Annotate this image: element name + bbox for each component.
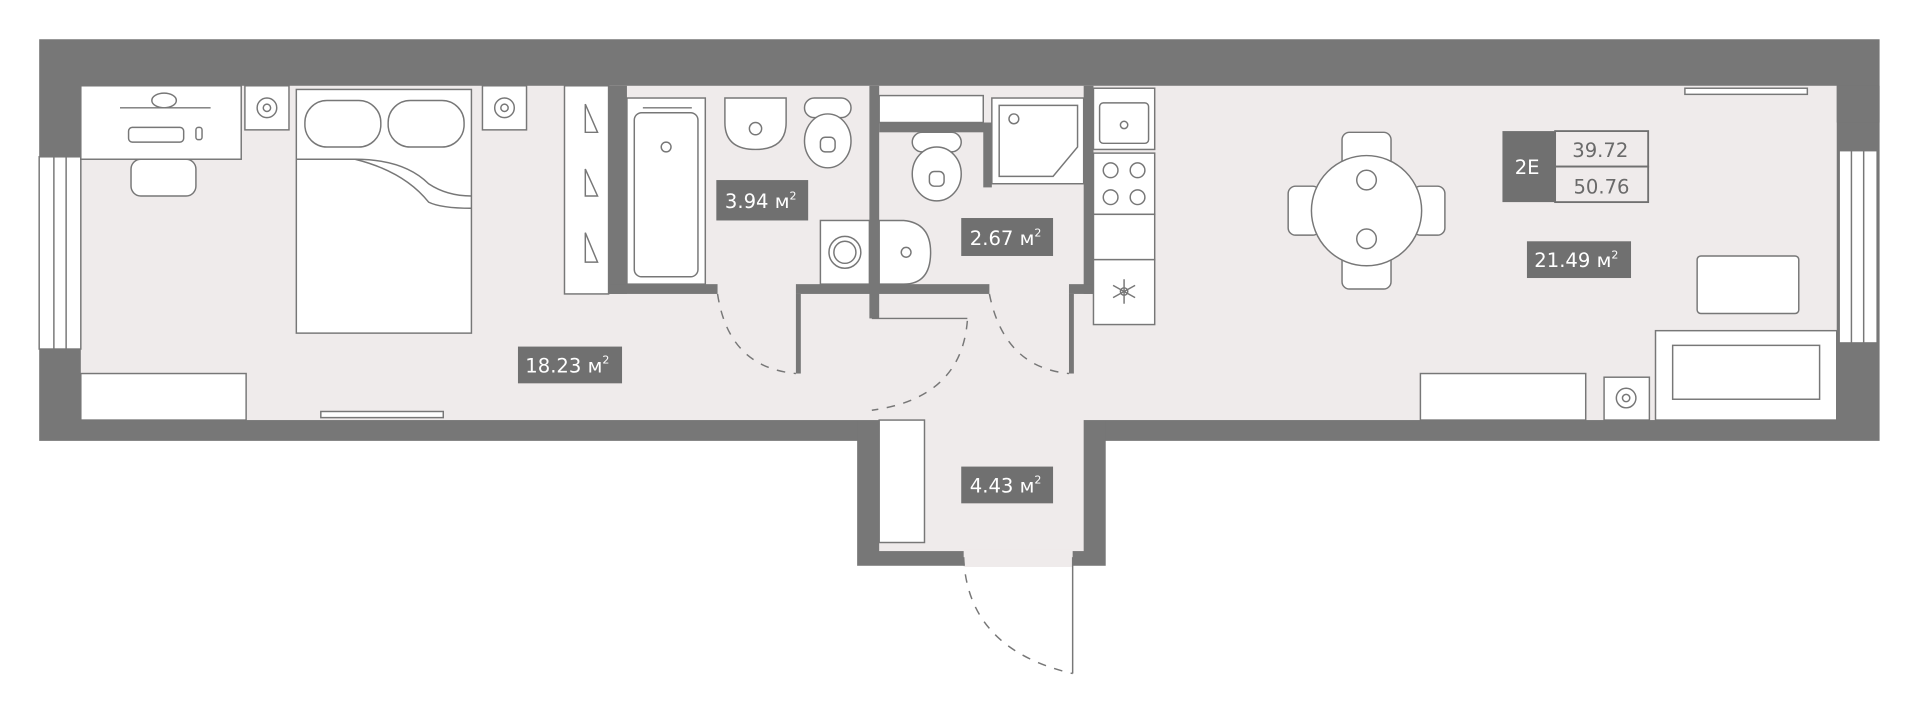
snowflake-icon — [1112, 279, 1136, 304]
wall — [608, 85, 627, 294]
shower-tray — [991, 97, 1085, 185]
sofa — [1654, 329, 1838, 421]
dining-table — [1287, 131, 1446, 290]
wall — [608, 284, 718, 294]
svg-text:4.43 м2: 4.43 м2 — [970, 474, 1042, 498]
bathroom-door-swing[interactable] — [716, 293, 796, 375]
bathtub — [626, 97, 707, 285]
kitchen-sink — [1092, 87, 1156, 151]
washing-machine — [819, 219, 871, 285]
wall — [1083, 85, 1094, 294]
living-area: 39.72 — [1572, 139, 1628, 162]
kitchen-counter — [1092, 213, 1156, 261]
left-window — [38, 156, 82, 350]
entrance-door-opening — [963, 549, 1073, 567]
area-label-hallway: 4.43 м2 — [961, 466, 1054, 504]
apartment-code: 2E — [1515, 156, 1540, 179]
wardrobe — [563, 85, 610, 295]
wall — [795, 293, 801, 374]
apartment-summary: 2E 39.72 50.76 — [1502, 130, 1650, 204]
socket-icon — [244, 85, 290, 131]
washbasin — [724, 97, 787, 151]
right-window — [1838, 149, 1878, 344]
washbasin — [878, 219, 932, 285]
toilet — [911, 131, 962, 202]
wall — [879, 122, 986, 133]
desk — [80, 85, 242, 160]
desk-chair — [130, 158, 197, 197]
total-area: 50.76 — [1573, 176, 1629, 199]
fridge — [1092, 258, 1156, 326]
wall — [795, 284, 990, 294]
wall — [869, 85, 880, 319]
cabinet — [80, 372, 247, 421]
area-label-living-kitchen: 21.49 м2 — [1526, 241, 1632, 279]
area-label-shower-room: 2.67 м2 — [961, 218, 1054, 256]
tv-cabinet — [1419, 372, 1587, 421]
right-wall-notch — [1836, 85, 1880, 123]
radiator — [1684, 87, 1809, 96]
speaker-icon — [1603, 376, 1651, 421]
svg-text:3.94 м2: 3.94 м2 — [725, 190, 797, 214]
svg-text:21.49 м2: 21.49 м2 — [1534, 248, 1618, 272]
wall — [1068, 293, 1074, 374]
svg-text:18.23 м2: 18.23 м2 — [525, 354, 609, 378]
area-label-bedroom: 18.23 м2 — [517, 346, 623, 384]
hall-wardrobe — [878, 419, 926, 544]
wall — [1068, 284, 1094, 294]
niche — [878, 94, 985, 124]
area-label-bathroom: 3.94 м2 — [716, 180, 809, 221]
entrance-door-swing[interactable] — [962, 557, 1073, 675]
hallway-door-swing[interactable] — [871, 320, 969, 411]
radiator — [320, 410, 444, 419]
bed — [295, 88, 473, 334]
toilet — [803, 97, 852, 169]
stove — [1092, 152, 1156, 216]
svg-text:2.67 м2: 2.67 м2 — [970, 226, 1042, 250]
coffee-table — [1696, 255, 1800, 315]
socket-icon — [481, 85, 528, 131]
shower-room-door-swing[interactable] — [988, 293, 1070, 375]
wall — [983, 122, 992, 188]
